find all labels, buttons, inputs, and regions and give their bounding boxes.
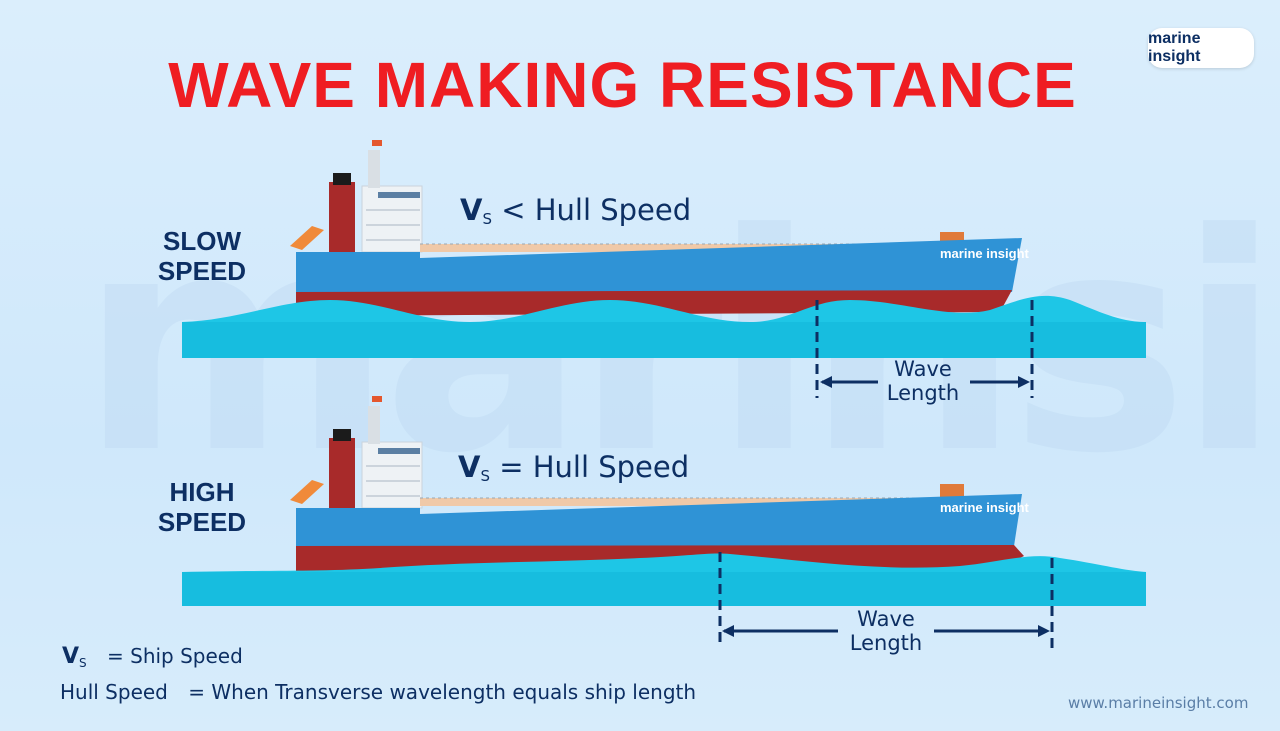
vs-subscript: S	[482, 210, 492, 228]
page-title: WAVE MAKING RESISTANCE	[168, 49, 1077, 121]
legend-sub: S	[79, 656, 87, 670]
vs-symbol-2: V	[458, 450, 481, 484]
wave-length-label-slow: Wave Length	[868, 357, 978, 405]
legend-v: V	[62, 644, 80, 669]
legend-hull-definition: = When Transverse wavelength equals ship…	[188, 680, 697, 704]
slow-speed-equation: VS < Hull Speed	[460, 193, 691, 228]
vs-symbol: V	[460, 193, 483, 227]
ship-superstructure-high	[290, 396, 423, 509]
high-relation: = Hull Speed	[499, 450, 690, 484]
slow-speed-label: SLOW SPEED	[137, 226, 267, 286]
logo-text: marine insight	[1148, 30, 1201, 65]
legend-hull-term: Hull Speed	[60, 680, 168, 704]
high-label-line1: HIGH	[169, 477, 235, 507]
ship-hull-slow	[296, 238, 1022, 296]
ship-hull-high	[296, 494, 1022, 550]
ship-brand-high: marine insight	[940, 500, 1030, 515]
wave-label-high-1: Wave	[857, 607, 915, 631]
ship-brand-slow: marine insight	[940, 246, 1030, 261]
slow-label-line2: SPEED	[157, 256, 247, 286]
ship-superstructure-slow	[290, 140, 423, 253]
wave-label-high-2: Length	[849, 631, 923, 655]
brand-logo: marine insight	[1148, 28, 1254, 68]
website-url: www.marineinsight.com	[1068, 694, 1249, 712]
wave-label-slow-1: Wave	[894, 357, 952, 381]
high-speed-label: HIGH SPEED	[137, 477, 267, 537]
high-speed-equation: VS = Hull Speed	[458, 450, 689, 485]
wave-label-slow-2: Length	[886, 381, 960, 405]
wave-length-label-high: Wave Length	[831, 607, 941, 655]
slow-relation: < Hull Speed	[501, 193, 692, 227]
legend-ship-speed: VS = Ship Speed	[62, 644, 243, 670]
legend-v-definition: = Ship Speed	[107, 644, 243, 668]
legend-hull-speed: Hull Speed = When Transverse wavelength …	[60, 680, 696, 704]
slow-label-line1: SLOW	[163, 226, 241, 256]
vs-subscript-2: S	[480, 467, 490, 485]
high-label-line2: SPEED	[157, 507, 247, 537]
